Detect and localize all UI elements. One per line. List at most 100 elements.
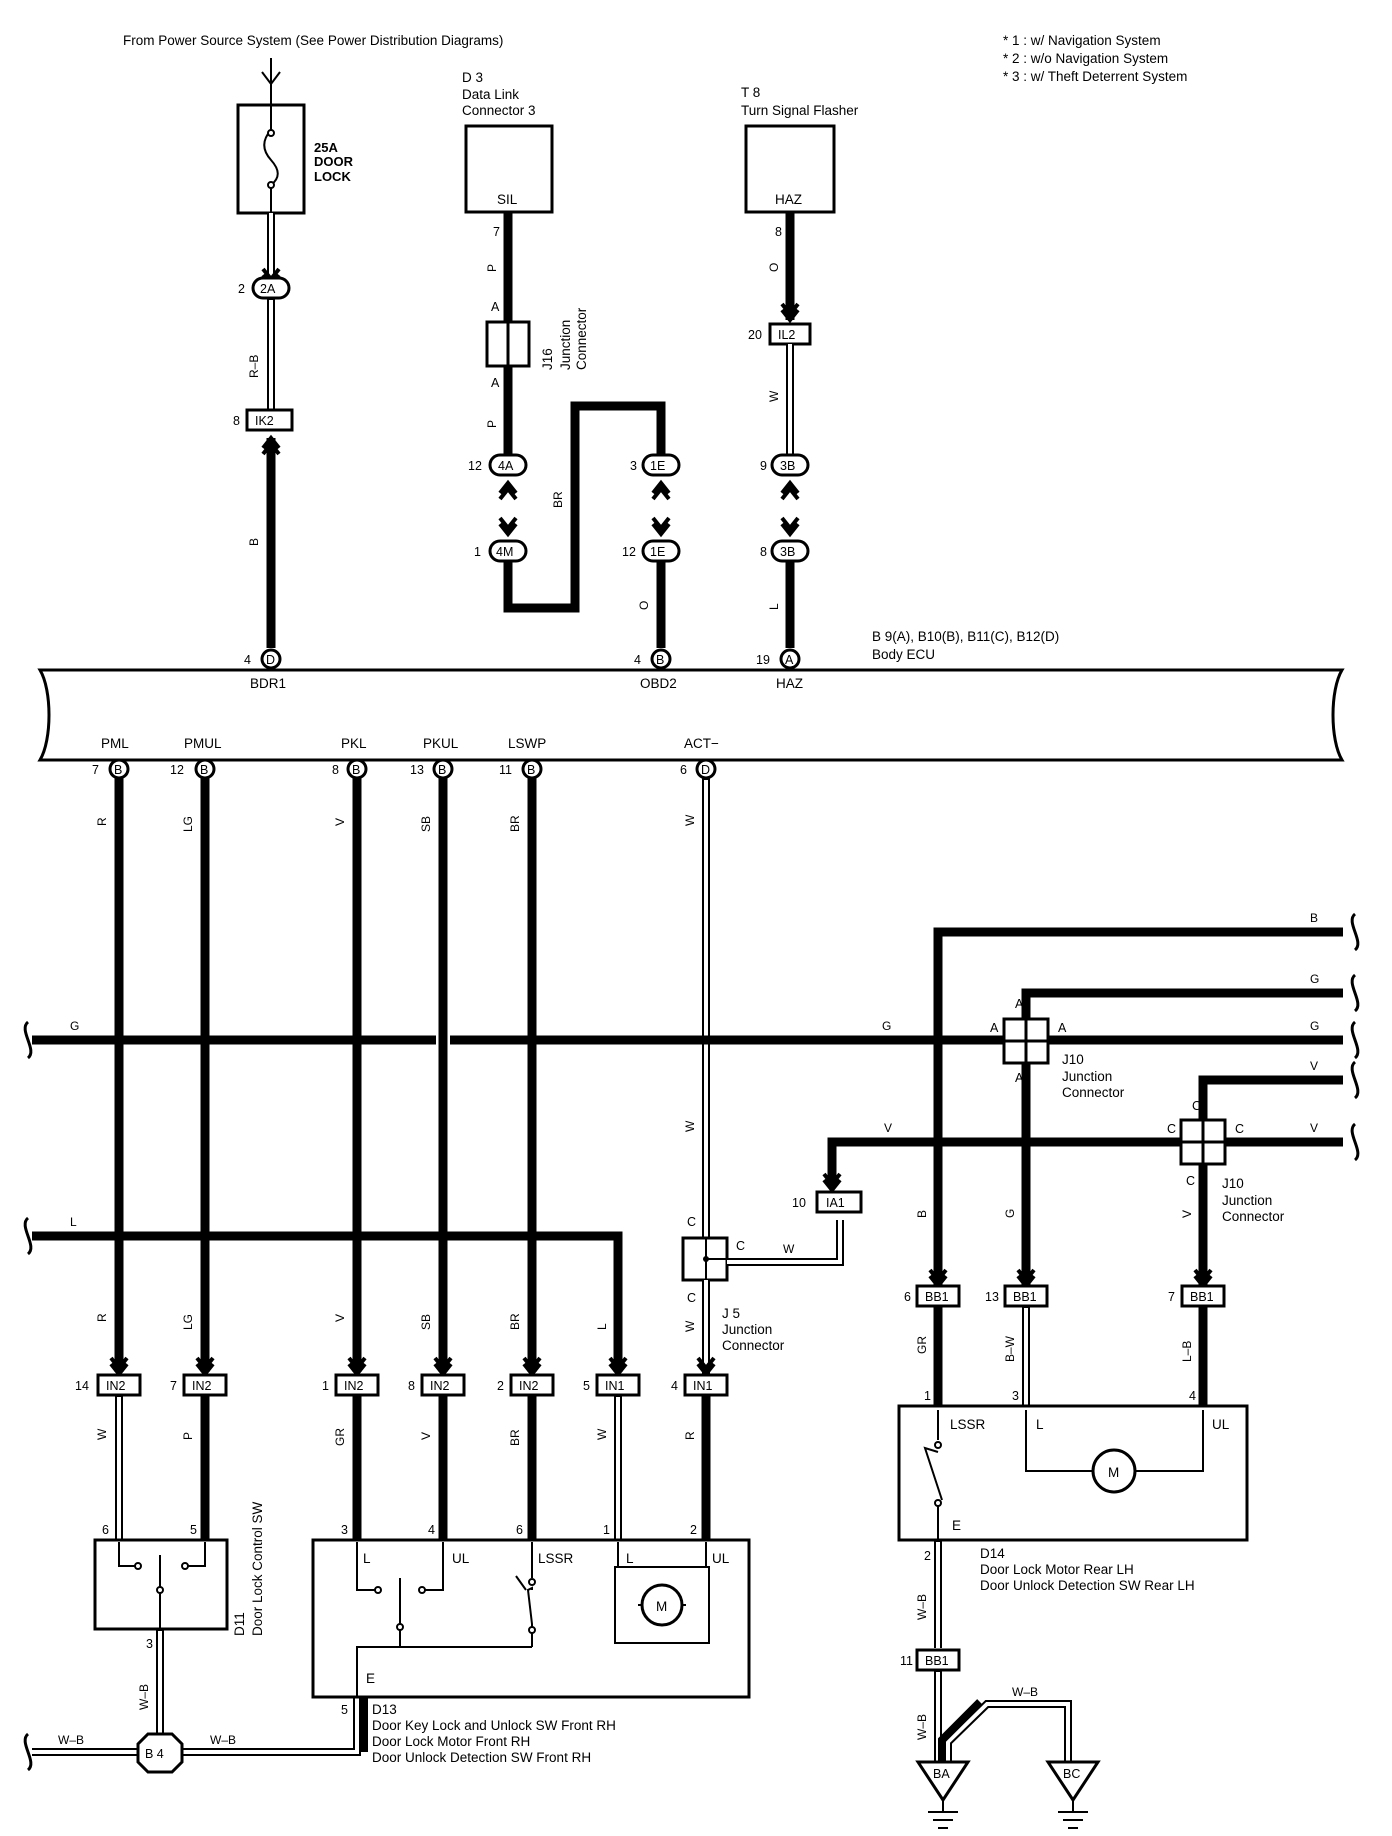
pin: 3 (146, 1637, 153, 1651)
wire-code: G (70, 1019, 79, 1033)
fuse-rating: 25A (314, 140, 338, 155)
svg-text:E: E (952, 1518, 961, 1533)
wire-code: B (1310, 911, 1318, 925)
pin: 10 (792, 1196, 806, 1210)
svg-text:T 8: T 8 (741, 85, 760, 100)
wire-code: G (1310, 1019, 1319, 1033)
svg-text:12: 12 (170, 763, 184, 777)
wire-code: GR (333, 1428, 347, 1446)
pin: 3 (630, 459, 637, 473)
svg-text:Connector: Connector (1062, 1085, 1125, 1100)
svg-text:C: C (1167, 1122, 1176, 1136)
wire-code: G (1003, 1209, 1017, 1218)
svg-text:4: 4 (1189, 1389, 1196, 1403)
d13-front-rh-door-lock: 3 4 6 1 2 L UL LSSR L UL E M 5 D13 Door … (311, 1523, 751, 1765)
svg-text:HAZ: HAZ (776, 676, 803, 691)
svg-text:4: 4 (671, 1379, 678, 1393)
svg-text:PMUL: PMUL (184, 736, 222, 751)
wire-code: W (783, 1242, 795, 1256)
wire-code: B (247, 538, 261, 546)
svg-text:Junction: Junction (1222, 1193, 1272, 1208)
wire-code: R–B (247, 355, 261, 378)
svg-text:A: A (491, 376, 500, 390)
wire-code: R (95, 1313, 109, 1322)
svg-text:2: 2 (690, 1523, 697, 1537)
wire-code: R (95, 817, 109, 826)
ground-ba: BA (915, 1760, 971, 1829)
pin: 8 (775, 225, 782, 239)
svg-text:A: A (990, 1021, 999, 1035)
wire-code: L (595, 1323, 609, 1330)
conn-il2: IL2 (778, 328, 795, 342)
wire-code: V (333, 1314, 347, 1322)
svg-text:L: L (363, 1551, 371, 1566)
svg-text:IN2: IN2 (106, 1379, 126, 1393)
pin: 1 (474, 545, 481, 559)
note-1: * 1 : w/ Navigation System (1003, 33, 1161, 48)
svg-text:BB1: BB1 (1013, 1290, 1037, 1304)
ecu-conn: B (656, 653, 664, 667)
wire-code: G (882, 1019, 891, 1033)
conn-2a-label: 2A (260, 282, 276, 296)
svg-text:D: D (701, 763, 710, 777)
svg-text:Door Lock Control SW: Door Lock Control SW (250, 1501, 265, 1636)
svg-text:L: L (1036, 1417, 1044, 1432)
svg-text:5: 5 (583, 1379, 590, 1393)
j10-junction-connector-c: C C C C J10 Junction Connector (1167, 1099, 1285, 1224)
d11-door-lock-control-sw: 6 5 D11 Door Lock Control SW (93, 1501, 265, 1636)
svg-text:Connector: Connector (574, 307, 589, 370)
wire-code: P (485, 420, 499, 428)
wire-code: W–B (1012, 1685, 1038, 1699)
j16-junction-connector: A A J16 Junction Connector (485, 300, 589, 390)
svg-text:IN1: IN1 (605, 1379, 625, 1393)
pin: 8 (233, 414, 240, 428)
svg-text:6: 6 (680, 763, 687, 777)
wire-code: W–B (210, 1733, 236, 1747)
fuse-door-lock: 25A DOOR LOCK (236, 58, 354, 215)
svg-text:IN2: IN2 (344, 1379, 364, 1393)
fuse-name-2: LOCK (314, 169, 351, 184)
wire-code: L–B (1180, 1341, 1194, 1362)
svg-text:D13: D13 (372, 1702, 397, 1717)
wire-code: LG (181, 816, 195, 832)
svg-text:BDR1: BDR1 (250, 676, 286, 691)
wire-code: W (595, 1428, 609, 1440)
wire-code: P (485, 264, 499, 272)
d3-data-link-connector: D 3 Data Link Connector 3 SIL (462, 70, 554, 214)
wire-code: W (683, 1320, 697, 1332)
conn-1e-2: 1E (650, 545, 665, 559)
wire-code: GR (915, 1336, 929, 1354)
conn-3b: 3B (780, 459, 795, 473)
svg-text:5: 5 (341, 1703, 348, 1717)
notes: * 1 : w/ Navigation System * 2 : w/o Nav… (1003, 33, 1187, 84)
svg-text:11: 11 (499, 763, 512, 777)
svg-text:C: C (687, 1291, 696, 1305)
power-source-label: From Power Source System (See Power Dist… (123, 33, 503, 48)
pin: 12 (468, 459, 482, 473)
wire-code: V (1180, 1210, 1194, 1218)
t8-turn-signal-flasher: T 8 Turn Signal Flasher HAZ (741, 85, 859, 214)
svg-text:BB1: BB1 (925, 1290, 949, 1304)
pin: 4 (244, 653, 251, 667)
pin: 19 (756, 653, 770, 667)
svg-text:UL: UL (712, 1551, 730, 1566)
svg-text:SIL: SIL (497, 192, 518, 207)
svg-text:Body ECU: Body ECU (872, 647, 935, 662)
svg-text:3: 3 (341, 1523, 348, 1537)
svg-text:J16: J16 (540, 348, 555, 370)
svg-text:1: 1 (322, 1379, 329, 1393)
d14-rear-lh-door-lock: 1 3 4 LSSR L UL E M D14 Door Lock Motor … (897, 1389, 1249, 1593)
svg-text:6: 6 (102, 1523, 109, 1537)
svg-text:8: 8 (332, 763, 339, 777)
ecu-bottom-pins: B 7 B 12 B 8 B 13 B 11 D 6 (92, 758, 717, 780)
svg-text:IN2: IN2 (192, 1379, 212, 1393)
wire-code: L (767, 603, 781, 610)
svg-text:1: 1 (924, 1389, 931, 1403)
svg-text:M: M (1108, 1465, 1119, 1480)
pin: 9 (760, 459, 767, 473)
wire-code: V (333, 818, 347, 826)
in-connectors: IN2 14 IN2 7 IN2 1 IN2 8 IN2 2 IN1 5 IN1… (75, 1356, 729, 1397)
svg-text:IN1: IN1 (693, 1379, 713, 1393)
svg-text:Connector: Connector (1222, 1209, 1285, 1224)
svg-text:3: 3 (1012, 1389, 1019, 1403)
